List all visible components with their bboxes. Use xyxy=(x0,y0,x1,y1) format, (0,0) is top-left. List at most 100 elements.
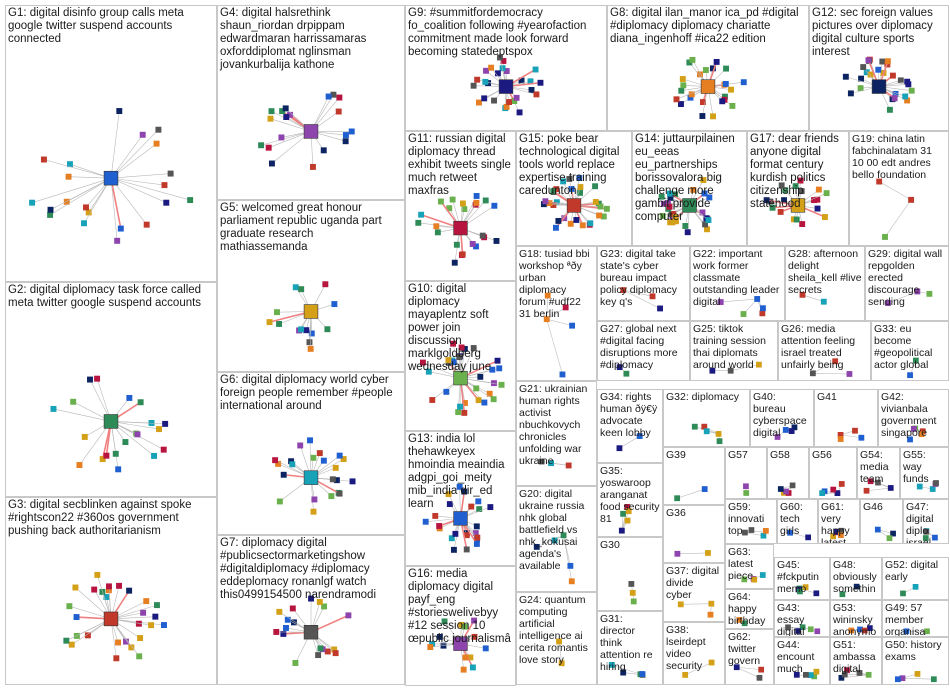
edge xyxy=(111,178,190,200)
node xyxy=(423,519,429,525)
edge xyxy=(111,174,171,179)
node xyxy=(140,610,146,616)
node xyxy=(114,238,120,244)
node xyxy=(148,622,154,628)
node xyxy=(429,397,435,403)
node xyxy=(858,85,864,91)
node xyxy=(268,116,274,122)
node xyxy=(51,406,57,412)
node xyxy=(630,590,636,596)
group-cell-g3: G3: digital secblinken against spoke #ri… xyxy=(5,497,217,685)
group-label-g17: G17: dear friends anyone digital format … xyxy=(750,133,846,211)
hub-node xyxy=(304,471,318,485)
node xyxy=(278,134,284,140)
edge xyxy=(44,160,111,179)
edge xyxy=(879,182,911,200)
edge xyxy=(50,178,111,215)
group-cell-g47: G47: digital diplo israel xyxy=(903,499,949,544)
group-cell-g11: G11: russian digital diplomacy thread ex… xyxy=(405,131,516,281)
node xyxy=(678,88,684,94)
node xyxy=(343,132,349,138)
node xyxy=(905,81,911,87)
node xyxy=(471,83,477,89)
group-label-g61: G61: very happy latest xyxy=(821,501,857,544)
node xyxy=(674,96,680,102)
group-label-g46: G46 xyxy=(863,501,900,513)
node xyxy=(460,251,466,257)
node xyxy=(604,206,610,212)
group-cell-g10: G10: digital diplomacy mayaplentz soft p… xyxy=(405,281,516,431)
edge xyxy=(681,604,712,605)
node xyxy=(337,491,343,497)
node xyxy=(432,513,438,519)
group-label-g15: G15: poke bear technological digital too… xyxy=(519,133,629,198)
node xyxy=(568,221,574,227)
node xyxy=(506,99,512,105)
node xyxy=(336,95,342,101)
group-cell-g7: G7: diplomacy digital #publicsectormarke… xyxy=(217,535,405,685)
node xyxy=(138,399,144,405)
group-label-g4: G4: digital halsrethink shaun_riordan dr… xyxy=(220,7,402,72)
group-cell-g30: G30 xyxy=(597,537,663,611)
hub-node xyxy=(104,171,118,185)
group-cell-g18: G18: tusiad bbi workshop ªðy urban diplo… xyxy=(516,246,597,381)
node xyxy=(843,74,849,80)
node xyxy=(690,57,696,63)
group-cell-g46: G46 xyxy=(860,499,903,544)
node xyxy=(533,67,539,73)
group-label-g27: G27: global next #digital facing disrupt… xyxy=(600,323,687,371)
edge xyxy=(867,488,891,491)
group-network-g2 xyxy=(6,283,216,496)
group-cell-g15: G15: poke bear technological digital too… xyxy=(516,131,632,246)
group-label-g58: G58 xyxy=(770,449,806,461)
node xyxy=(154,141,160,147)
hub-node xyxy=(104,415,118,429)
node xyxy=(283,105,289,111)
node xyxy=(128,644,134,650)
group-cell-g57: G57 xyxy=(725,447,767,499)
edge xyxy=(53,409,111,422)
node xyxy=(483,645,489,651)
group-cell-g62: G62: twitter govern xyxy=(725,629,774,685)
node xyxy=(118,226,124,232)
group-cell-g36: G36 xyxy=(663,505,725,563)
node xyxy=(913,584,919,590)
group-cell-g34: G34: rights human ðÿ€ÿ advocate keen lob… xyxy=(597,389,663,463)
node xyxy=(743,490,749,496)
group-label-g60: G60: tech girls xyxy=(780,501,815,537)
group-cell-g6: G6: digital diplomacy world cyber foreig… xyxy=(217,372,405,535)
node xyxy=(325,649,331,655)
node xyxy=(723,81,729,87)
node xyxy=(161,622,167,628)
node xyxy=(573,217,579,223)
group-label-g42: G42: vivianbala government singapore xyxy=(881,391,946,439)
group-cell-g20: G20: digital ukraine russia nhk global b… xyxy=(516,486,597,592)
node xyxy=(692,424,698,430)
node xyxy=(790,483,796,489)
node xyxy=(875,67,881,73)
node xyxy=(298,286,304,292)
node xyxy=(848,90,854,96)
node xyxy=(452,260,458,266)
node xyxy=(759,310,765,316)
node xyxy=(267,319,273,325)
node xyxy=(461,667,467,673)
group-cell-g58: G58 xyxy=(767,447,809,499)
group-label-g25: G25: tiktok training session thai diplom… xyxy=(693,323,775,371)
node xyxy=(569,578,575,584)
group-label-g47: G47: digital diplo israel xyxy=(906,501,946,544)
group-label-g14: G14: juttaurpilainen eu_eeas eu_partners… xyxy=(635,133,744,224)
group-network-g1 xyxy=(6,6,216,281)
group-label-g62: G62: twitter govern xyxy=(728,631,771,667)
node xyxy=(83,204,89,210)
hub-node xyxy=(454,221,468,235)
group-cell-g23: G23: digital take state's cyber bureau i… xyxy=(597,246,690,321)
node xyxy=(290,605,296,611)
node xyxy=(778,486,784,492)
group-label-g13: G13: india lol thehawkeyex hmoindia meai… xyxy=(408,433,513,511)
hub-node xyxy=(567,199,581,213)
edge xyxy=(737,667,761,669)
node xyxy=(144,222,150,228)
node xyxy=(277,498,283,504)
group-label-g29: G29: digital wall repgolden erected disc… xyxy=(868,248,946,308)
